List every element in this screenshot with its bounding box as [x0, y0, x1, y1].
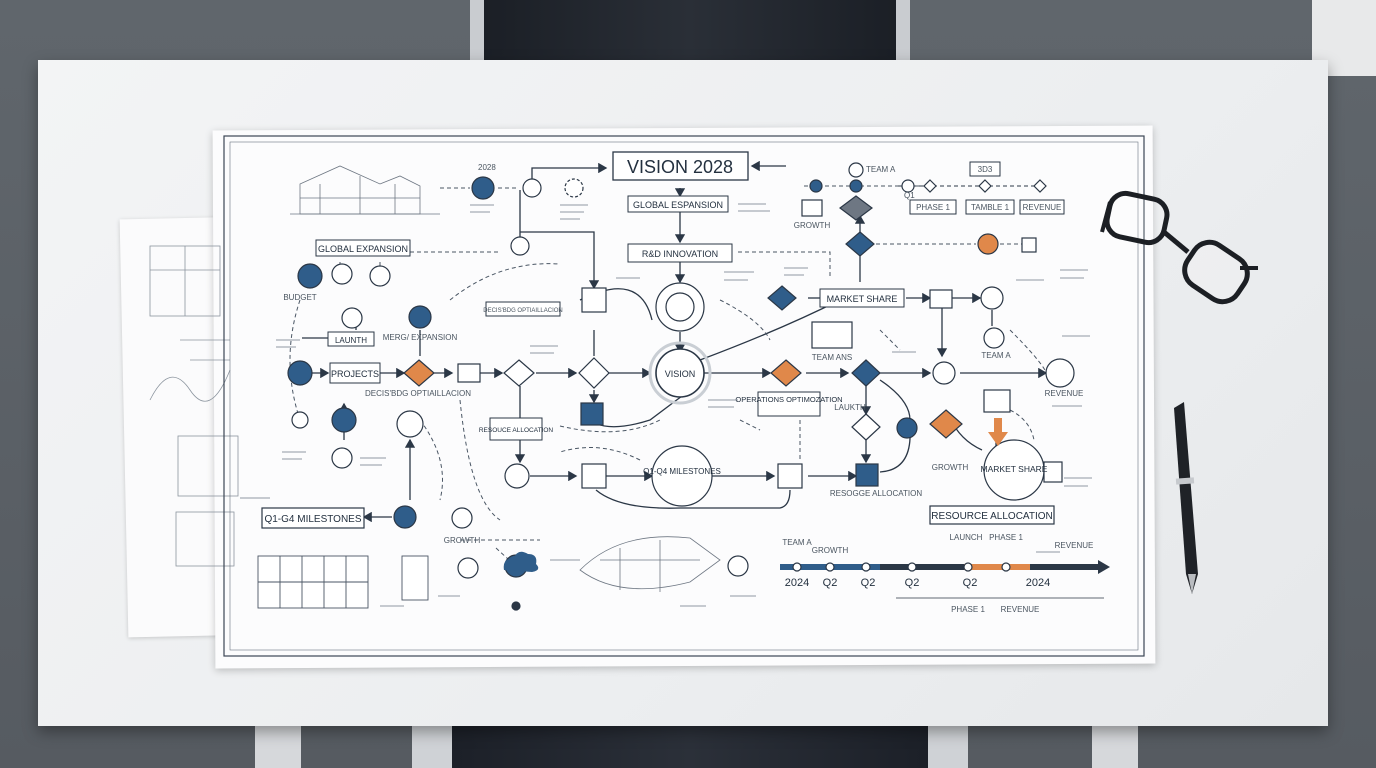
svg-text:GROWTH: GROWTH	[812, 546, 849, 555]
back-sheet-sketches	[149, 245, 239, 567]
svg-text:REVENUE: REVENUE	[1055, 541, 1094, 550]
box-operations-optimization: OPERATIONS OPTIMOZATION	[735, 391, 843, 417]
svg-text:Q2: Q2	[861, 577, 876, 589]
blueprint-sketch	[550, 536, 721, 592]
svg-text:Q1-Q4 MILESTONES: Q1-Q4 MILESTONES	[643, 467, 721, 476]
svg-text:Q2: Q2	[963, 577, 978, 589]
svg-text:TEAM A: TEAM A	[981, 351, 1011, 360]
svg-text:GLOBAL EXPANSION: GLOBAL EXPANSION	[318, 244, 408, 254]
svg-text:REVENUE: REVENUE	[1001, 605, 1040, 614]
svg-text:GROWTH: GROWTH	[932, 463, 969, 472]
top-right-boxes: 3D3 PHASE 1 TAMBLE 1 REVENUE	[898, 161, 1065, 215]
svg-text:TEAM A: TEAM A	[866, 165, 896, 174]
sheet-border	[223, 135, 1145, 657]
eyeglasses	[1100, 190, 1258, 305]
svg-text:REVENUE: REVENUE	[1045, 389, 1084, 398]
cloud-icon	[503, 551, 539, 572]
svg-text:GROWTH: GROWTH	[444, 536, 481, 545]
svg-text:Q2: Q2	[905, 577, 920, 589]
diamond-nodes	[403, 179, 1047, 441]
svg-text:VISION 2028: VISION 2028	[627, 157, 733, 177]
timeline: TEAM A GROWTH LAUNCH PHASE 1 REVENUE 202…	[780, 533, 1110, 614]
box-resource-allocation-mid: RESOUCE ALLOCATION	[479, 417, 554, 441]
svg-text:GROWTH: GROWTH	[794, 221, 831, 230]
svg-text:REVENUE: REVENUE	[1023, 203, 1062, 212]
svg-text:RESOGGE ALLOCATION: RESOGGE ALLOCATION	[830, 489, 923, 498]
svg-text:PHASE 1: PHASE 1	[989, 533, 1023, 542]
box-rd-innovation: R&D INNOVATION	[627, 243, 733, 263]
svg-text:2024: 2024	[1026, 577, 1050, 589]
box-market-share: MARKET SHARE	[819, 288, 905, 308]
orange-arrow-icon	[988, 418, 1008, 446]
svg-text:2024: 2024	[785, 577, 809, 589]
svg-text:MARKET SHARE: MARKET SHARE	[827, 294, 898, 304]
bottom-left-grid	[257, 555, 429, 609]
svg-text:LAUNCH: LAUNCH	[950, 533, 983, 542]
box-decision-note: DECIS'BDG OPTIAILLACION	[483, 301, 563, 317]
desk-leg-left	[255, 724, 301, 768]
svg-text:MERG/ EXPANSION: MERG/ EXPANSION	[383, 333, 458, 342]
svg-text:DECIS'BDG OPTIAILLACION: DECIS'BDG OPTIAILLACION	[483, 308, 563, 314]
pen	[1174, 402, 1198, 594]
svg-text:PHASE 1: PHASE 1	[916, 203, 950, 212]
chair-top	[470, 0, 910, 60]
title-box: VISION 2028	[612, 151, 749, 181]
box-global-expansion-left: GLOBAL EXPANSION	[315, 239, 411, 257]
svg-text:RESOUCE ALLOCATION: RESOUCE ALLOCATION	[479, 427, 554, 434]
square-nodes	[457, 199, 1063, 489]
svg-text:BUDGET: BUDGET	[283, 293, 316, 302]
svg-text:3D3: 3D3	[978, 165, 993, 174]
svg-text:RESOURCE ALLOCATION: RESOURCE ALLOCATION	[931, 511, 1053, 522]
svg-text:R&D INNOVATION: R&D INNOVATION	[642, 249, 718, 259]
svg-text:Q2: Q2	[823, 577, 838, 589]
svg-text:VISION: VISION	[665, 369, 696, 379]
svg-text:Q1: Q1	[904, 191, 915, 200]
building-sketch	[290, 165, 440, 215]
node-labels: VISION Q1-Q4 MILESTONES MARKET SHARE BUD…	[283, 165, 1083, 545]
svg-text:GLOBAL ESPANSION: GLOBAL ESPANSION	[633, 200, 723, 210]
svg-text:TEAM ANS: TEAM ANS	[812, 353, 852, 362]
box-global-expansion-top: GLOBAL ESPANSION	[627, 195, 729, 213]
box-launch: LAUNTH	[327, 331, 375, 347]
svg-text:DECIS'BDG OPTIAILLACION: DECIS'BDG OPTIAILLACION	[365, 389, 471, 398]
handwritten-notes	[240, 203, 1092, 607]
svg-text:Q1-G4 MILESTONES: Q1-G4 MILESTONES	[264, 514, 361, 525]
chair-bottom	[412, 724, 968, 768]
circle-nodes	[287, 162, 1075, 611]
svg-text:LAUNTH: LAUNTH	[335, 336, 367, 345]
svg-text:PHASE 1: PHASE 1	[951, 605, 985, 614]
svg-text:TAMBLE 1: TAMBLE 1	[971, 203, 1010, 212]
svg-text:LAUKTH: LAUKTH	[834, 403, 866, 412]
box-projects: PROJECTS	[329, 362, 381, 384]
svg-text:MARKET SHARE: MARKET SHARE	[981, 464, 1048, 474]
svg-text:OPERATIONS OPTIMOZATION: OPERATIONS OPTIMOZATION	[735, 395, 842, 404]
svg-text:PROJECTS: PROJECTS	[331, 369, 379, 379]
year-note: 2028	[478, 163, 496, 172]
box-q1q4-milestones: Q1-G4 MILESTONES	[261, 507, 365, 529]
desk-leg-right	[1092, 724, 1138, 768]
svg-text:TEAM A: TEAM A	[782, 538, 812, 547]
box-resource-allocation-right: RESOURCE ALLOCATION	[929, 505, 1055, 525]
